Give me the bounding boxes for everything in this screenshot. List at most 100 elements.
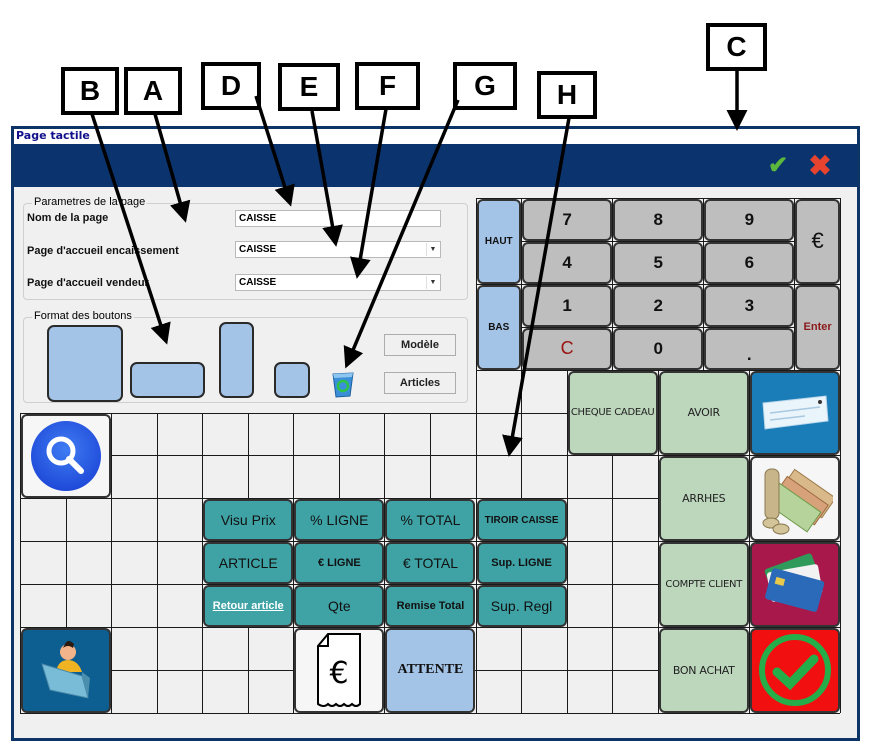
delete-payment-button[interactable]: Sup. Regl — [476, 585, 567, 627]
hold-label: ATTENTE — [397, 662, 464, 678]
window-title: Page tactile — [14, 129, 857, 144]
scroll-up-label: HAUT — [484, 235, 513, 247]
key-0[interactable]: 0 — [613, 327, 704, 370]
percent-line-button[interactable]: % LIGNE — [294, 499, 385, 542]
key-2[interactable]: 2 — [613, 284, 704, 327]
delete-line-button[interactable]: Sup. LIGNE — [476, 542, 567, 585]
grid-line — [839, 198, 841, 713]
customer-folder-icon — [41, 641, 91, 700]
return-article-button[interactable]: Retour article — [203, 585, 294, 627]
grid-line — [65, 412, 67, 713]
voucher-label: BON ACHAT — [672, 663, 735, 677]
key-label: 6 — [744, 252, 755, 272]
percent-total-button[interactable]: % TOTAL — [385, 499, 476, 542]
key-3[interactable]: 3 — [704, 284, 795, 327]
key-4[interactable]: 4 — [522, 241, 613, 284]
delete-payment-label: Sup. Regl — [490, 598, 553, 615]
enter-button[interactable]: Enter — [795, 284, 840, 370]
grid-line — [475, 240, 840, 242]
total-discount-button[interactable]: Remise Total — [385, 585, 476, 627]
seller-home-label: Page d'accueil vendeur — [27, 277, 149, 289]
window-header: ✔ ✖ — [14, 144, 857, 187]
validate-sale-button[interactable] — [749, 628, 840, 713]
key-6[interactable]: 6 — [704, 241, 795, 284]
cash-drawer-button[interactable]: TIROIR CAISSE — [476, 499, 567, 542]
total-discount-label: Remise Total — [396, 600, 465, 613]
chevron-down-icon[interactable]: ▼ — [426, 276, 439, 289]
credit-note-button[interactable]: AVOIR — [658, 370, 749, 456]
price-view-button[interactable]: Visu Prix — [203, 499, 294, 542]
customer-folder-button[interactable] — [21, 628, 112, 713]
scroll-down-button[interactable]: BAS — [476, 284, 522, 370]
check-payment-button[interactable] — [749, 370, 840, 456]
cash-image-icon — [762, 468, 833, 535]
euro-line-button[interactable]: € LIGNE — [294, 542, 385, 585]
checkout-home-select[interactable]: CAISSE ▼ — [235, 241, 441, 258]
callout-e: E — [278, 63, 340, 111]
price-view-label: Visu Prix — [220, 512, 276, 529]
voucher-button[interactable]: BON ACHAT — [658, 628, 749, 713]
customer-account-button[interactable]: COMPTE CLIENT — [658, 542, 749, 627]
grid-line — [20, 412, 21, 713]
euro-line-label: € LIGNE — [317, 557, 361, 570]
customer-account-label: COMPTE CLIENT — [665, 579, 743, 591]
chevron-down-icon[interactable]: ▼ — [426, 243, 439, 256]
page-params-legend: Parametres de la page — [32, 196, 148, 208]
cash-payment-button[interactable] — [749, 456, 840, 542]
key-8[interactable]: 8 — [613, 199, 704, 241]
callout-a: A — [124, 67, 182, 115]
percent-total-label: % TOTAL — [400, 512, 461, 529]
receipt-button[interactable]: € — [294, 628, 385, 713]
format-wide-button[interactable] — [130, 362, 205, 398]
callout-f: F — [355, 62, 420, 110]
search-icon — [31, 420, 102, 491]
euro-icon: € — [811, 228, 824, 254]
format-large-button[interactable] — [47, 325, 123, 402]
cash-drawer-label: TIROIR CAISSE — [484, 514, 559, 526]
format-small-button[interactable] — [274, 362, 310, 398]
euro-total-button[interactable]: € TOTAL — [385, 542, 476, 585]
scroll-up-button[interactable]: HAUT — [476, 199, 522, 284]
model-button[interactable]: Modèle — [384, 334, 456, 356]
grid-line — [475, 283, 840, 285]
key-1[interactable]: 1 — [522, 284, 613, 327]
key-7[interactable]: 7 — [522, 199, 613, 241]
quantity-label: Qte — [328, 598, 351, 615]
euro-total-label: € TOTAL — [402, 555, 459, 572]
format-tall-button[interactable] — [219, 322, 254, 398]
gift-check-button[interactable]: CHEQUE CADEAU — [567, 370, 658, 456]
hold-button[interactable]: ATTENTE — [385, 628, 476, 713]
seller-home-value: CAISSE — [239, 277, 277, 288]
grid-line — [384, 412, 386, 713]
key-clear[interactable]: C — [522, 327, 613, 370]
confirm-button[interactable]: ✔ — [765, 150, 791, 180]
grid-line — [20, 455, 840, 457]
key-9[interactable]: 9 — [704, 199, 795, 241]
key-5[interactable]: 5 — [613, 241, 704, 284]
quantity-button[interactable]: Qte — [294, 585, 385, 627]
currency-button[interactable]: € — [795, 199, 840, 284]
callout-h: H — [537, 71, 597, 119]
card-payment-button[interactable] — [749, 542, 840, 627]
button-format-legend: Format des boutons — [32, 310, 134, 322]
article-button[interactable]: ARTICLE — [203, 542, 294, 585]
key-label: 2 — [653, 295, 663, 315]
delete-line-label: Sup. LIGNE — [491, 557, 552, 570]
recycle-bin-icon[interactable] — [331, 370, 355, 398]
grid-line — [293, 412, 295, 713]
page-name-input[interactable]: CAISSE — [235, 210, 441, 227]
cancel-button[interactable]: ✖ — [807, 150, 833, 181]
search-button[interactable] — [21, 413, 112, 499]
enter-label: Enter — [803, 321, 832, 334]
key-decimal[interactable]: . — [704, 327, 795, 370]
key-label: 5 — [653, 252, 663, 272]
deposit-button[interactable]: ARRHES — [658, 456, 749, 542]
credit-cards-icon — [764, 553, 825, 612]
check-icon: ✔ — [767, 151, 789, 179]
articles-button[interactable]: Articles — [384, 372, 456, 394]
key-label: 7 — [562, 209, 572, 229]
callout-d: D — [201, 62, 261, 110]
page-name-label: Nom de la page — [27, 212, 109, 224]
seller-home-select[interactable]: CAISSE ▼ — [235, 274, 441, 291]
key-label: C — [560, 338, 574, 359]
